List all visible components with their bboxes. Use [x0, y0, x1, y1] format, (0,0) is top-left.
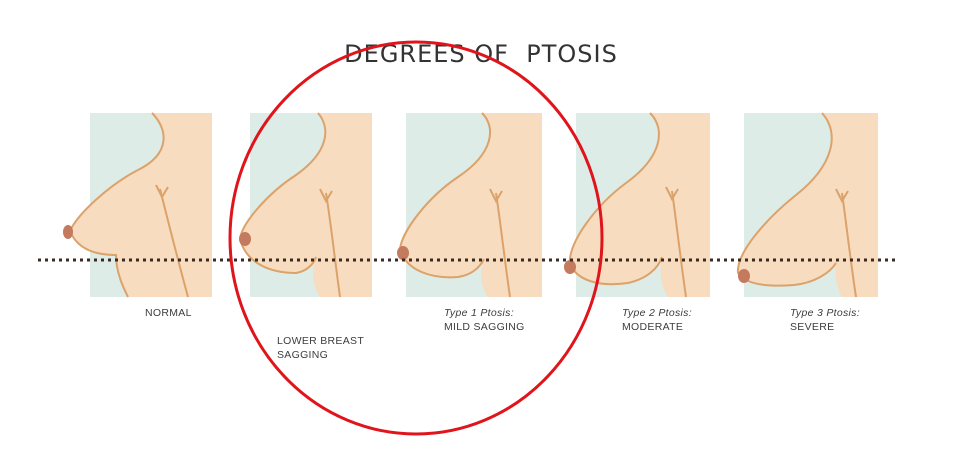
caption-type-1-type: Type 1 Ptosis: — [444, 307, 514, 319]
diagram-title: DEGREES OF PTOSIS — [344, 40, 618, 68]
panel-normal — [63, 112, 218, 298]
caption-type-3: Type 3 Ptosis: SEVERE — [790, 306, 860, 334]
caption-type-3-type: Type 3 Ptosis: — [790, 307, 860, 319]
caption-type-2: Type 2 Ptosis: MODERATE — [622, 306, 692, 334]
caption-lower-label: LOWER BREAST SAGGING — [277, 335, 365, 361]
caption-type-2-label: MODERATE — [622, 321, 684, 333]
caption-lower-breast-sagging: LOWER BREAST SAGGING — [277, 306, 364, 376]
caption-type-2-type: Type 2 Ptosis: — [622, 307, 692, 319]
caption-type-1-label: MILD SAGGING — [444, 321, 525, 333]
panel-type-3 — [736, 112, 878, 298]
caption-type-1: Type 1 Ptosis: MILD SAGGING — [444, 306, 525, 334]
caption-normal: NORMAL — [145, 306, 192, 320]
panel-type-2 — [564, 112, 710, 298]
caption-normal-label: NORMAL — [145, 307, 192, 319]
breast-illustration-lower-sagging — [238, 112, 372, 298]
breast-illustration-normal — [63, 112, 212, 298]
breast-illustration-type-3 — [736, 112, 878, 298]
panel-type-1 — [397, 112, 542, 298]
caption-type-3-label: SEVERE — [790, 321, 835, 333]
breast-illustration-type-2 — [564, 112, 710, 298]
panel-lower-breast-sagging — [238, 112, 378, 298]
breast-illustration-type-1 — [397, 112, 542, 298]
